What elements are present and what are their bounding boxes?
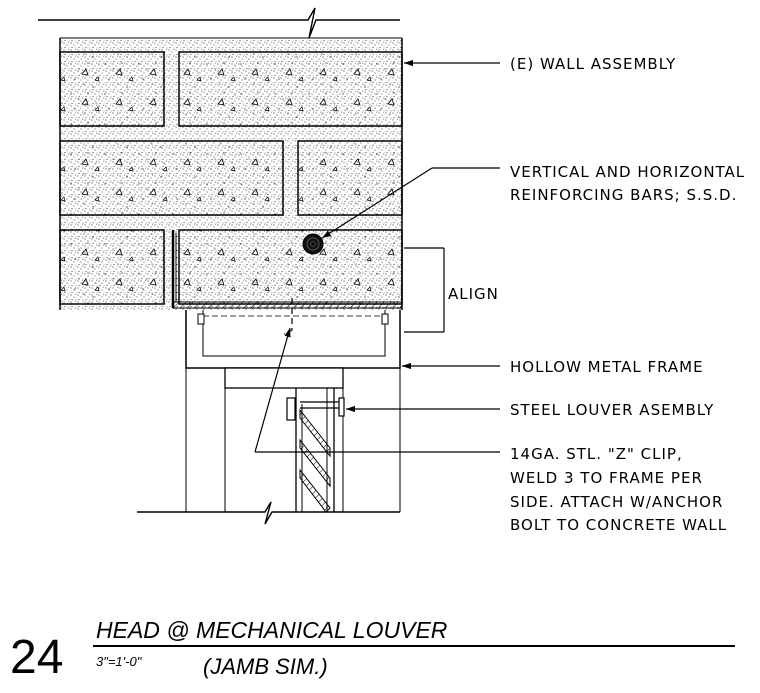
cmu-block — [59, 140, 284, 216]
cmu-block — [178, 229, 403, 305]
masonry-wall — [38, 7, 403, 310]
detail-title: HEAD @ MECHANICAL LOUVER — [96, 617, 447, 643]
note-clip-line4: BOLT TO CONCRETE WALL — [510, 516, 727, 534]
cmu-block — [178, 51, 403, 127]
cmu-block — [59, 51, 165, 127]
note-reinforcing-line1: VERTICAL AND HORIZONTAL — [510, 163, 745, 181]
break-line-bottom — [137, 501, 400, 525]
note-reinforcing-line2: REINFORCING BARS; S.S.D. — [510, 186, 737, 204]
cmu-block — [59, 229, 165, 305]
note-wall-assembly: (E) WALL ASSEMBLY — [510, 55, 676, 73]
cmu-block — [297, 140, 403, 216]
align-bracket — [404, 247, 445, 333]
lintel-plate — [172, 301, 403, 309]
note-clip-line2: WELD 3 TO FRAME PER — [510, 469, 703, 487]
title-block: 24 HEAD @ MECHANICAL LOUVER 3"=1'-0" (JA… — [10, 617, 735, 684]
note-clip-line3: SIDE. ATTACH W/ANCHOR — [510, 493, 723, 511]
note-align: ALIGN — [448, 285, 499, 303]
note-steel-louver: STEEL LOUVER ASEMBLY — [510, 401, 714, 419]
z-clip-hidden — [283, 298, 293, 335]
leader-lines — [254, 59, 500, 453]
steel-louver-assembly — [286, 388, 345, 513]
detail-subtitle: (JAMB SIM.) — [203, 654, 328, 679]
note-hollow-metal-frame: HOLLOW METAL FRAME — [510, 358, 704, 376]
note-clip-line1: 14GA. STL. "Z" CLIP, — [510, 445, 683, 463]
detail-scale: 3"=1'-0" — [96, 654, 143, 669]
break-line-top — [38, 7, 400, 39]
detail-number: 24 — [10, 631, 63, 684]
rebar — [302, 233, 324, 255]
